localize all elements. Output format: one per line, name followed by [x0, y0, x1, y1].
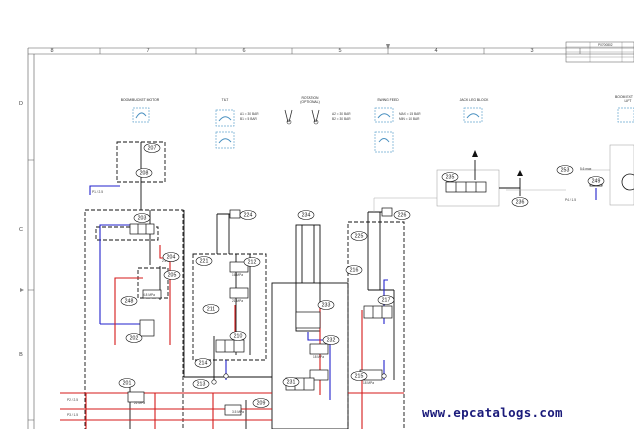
function-title: TILT	[222, 98, 229, 102]
port-note: P2 / 2.5	[67, 398, 78, 402]
flow-arrows	[211, 150, 634, 385]
column-label: 6	[242, 48, 245, 54]
callout-label: 226	[398, 212, 407, 218]
drawing-frame	[20, 44, 634, 429]
callout-label: 233	[322, 302, 331, 308]
function-title: SWING FEED	[377, 98, 399, 102]
title-block: P0700802	[565, 41, 634, 63]
callout-label: 234	[302, 212, 311, 218]
callout-label: 203	[138, 215, 147, 221]
function-title: BOOM/BUCKET MOTOR	[121, 98, 160, 102]
row-label: B	[19, 352, 23, 358]
callout-label: 253	[561, 167, 570, 173]
callout-label: 225	[355, 233, 364, 239]
callout-label: 208	[140, 170, 149, 176]
row-label: D	[19, 101, 23, 107]
grey-leaders	[373, 169, 610, 212]
callout-label: 215	[355, 373, 364, 379]
pressure-note: 16 MPa	[232, 273, 243, 277]
column-label: 7	[146, 48, 149, 54]
function-header-tilt: TILT A1 = 30 BAR B1 = 5 BAR	[215, 98, 259, 149]
pressure-note: 4.8 MPa	[143, 293, 155, 297]
column-label: 8	[50, 48, 53, 54]
watermark: www.epcatalogs.com	[422, 405, 563, 420]
function-header-swing: SWING FEED MAX = 15 BAR MIN = 10 BAR	[374, 98, 421, 153]
blue-lines	[89, 185, 597, 400]
callout-label: 236	[516, 199, 525, 205]
function-header-boom: BOOM EXT LIFT	[615, 95, 634, 123]
callout-label: 202	[130, 335, 139, 341]
dashed-assemblies	[84, 141, 405, 429]
row-label: C	[19, 227, 23, 233]
function-header-rotation: ROTATION (OPTIONAL) A2 = 30 BAR B2 = 30 …	[284, 96, 351, 125]
function-title: JACK LEG BLOCK	[460, 98, 490, 102]
function-subtitle: LIFT	[625, 99, 632, 103]
column-label: 3	[530, 48, 533, 54]
solid-assemblies	[271, 144, 634, 429]
function-header-jack: JACK LEG BLOCK	[460, 98, 490, 123]
callout-label: 224	[244, 212, 253, 218]
callout-label: 201	[123, 380, 132, 386]
callout-label: 209	[257, 400, 266, 406]
callout-bubbles	[118, 143, 605, 408]
callout-label: 221	[200, 258, 209, 264]
pressure-note: MIN = 10 BAR	[399, 117, 420, 121]
column-labels: 8 7 6 5 4 3	[50, 48, 533, 54]
function-title: BOOM EXT	[615, 95, 633, 99]
pressure-note: 18 MPa	[313, 355, 324, 359]
callout-label: 212	[248, 259, 257, 265]
callout-label: 204	[167, 254, 176, 260]
callout-label: 248	[125, 298, 134, 304]
port-note: P1 / 2.5	[92, 190, 103, 194]
function-subtitle: (OPTIONAL)	[300, 100, 319, 104]
function-title: ROTATION	[301, 96, 319, 100]
pressure-note: B2 = 30 BAR	[332, 117, 351, 121]
pressure-note: 5.6 max	[580, 167, 592, 171]
column-label: 4	[434, 48, 437, 54]
callout-label: 213	[197, 381, 206, 387]
callout-label: 231	[287, 379, 296, 385]
row-labels: D C B	[19, 101, 23, 358]
column-label: 5	[338, 48, 341, 54]
port-note: P4 / 1.5	[565, 198, 576, 202]
pressure-note: A1 = 30 BAR	[240, 112, 259, 116]
pressure-note: 22 MPa	[134, 401, 145, 405]
callout-label: 205	[168, 272, 177, 278]
sheet-code: P0700802	[598, 43, 613, 47]
callout-label: 207	[148, 145, 157, 151]
function-header-bucket: BOOM/BUCKET MOTOR	[121, 98, 160, 123]
pressure-note: MAX = 15 BAR	[399, 112, 421, 116]
pressure-note: B1 = 5 BAR	[240, 117, 257, 121]
callout-label: 211	[207, 306, 215, 312]
callout-label: 217	[382, 297, 391, 303]
pressure-note: 21 MPa	[232, 299, 243, 303]
callout-label: 210	[234, 333, 243, 339]
callout-label: 249	[592, 178, 601, 184]
port-note: P3 / 1.5	[67, 413, 78, 417]
callout-label: 214	[199, 360, 208, 366]
callout-label: 235	[446, 174, 455, 180]
pressure-note: A2 = 30 BAR	[332, 112, 351, 116]
callout-label: 216	[350, 267, 359, 273]
callout-labels: 207 208 203 204 205 248 202 201 221 224 …	[123, 145, 601, 406]
pressure-note: 18 MPa	[363, 381, 374, 385]
callout-label: 232	[327, 337, 336, 343]
pressure-note: 3.5 MPa	[232, 410, 244, 414]
